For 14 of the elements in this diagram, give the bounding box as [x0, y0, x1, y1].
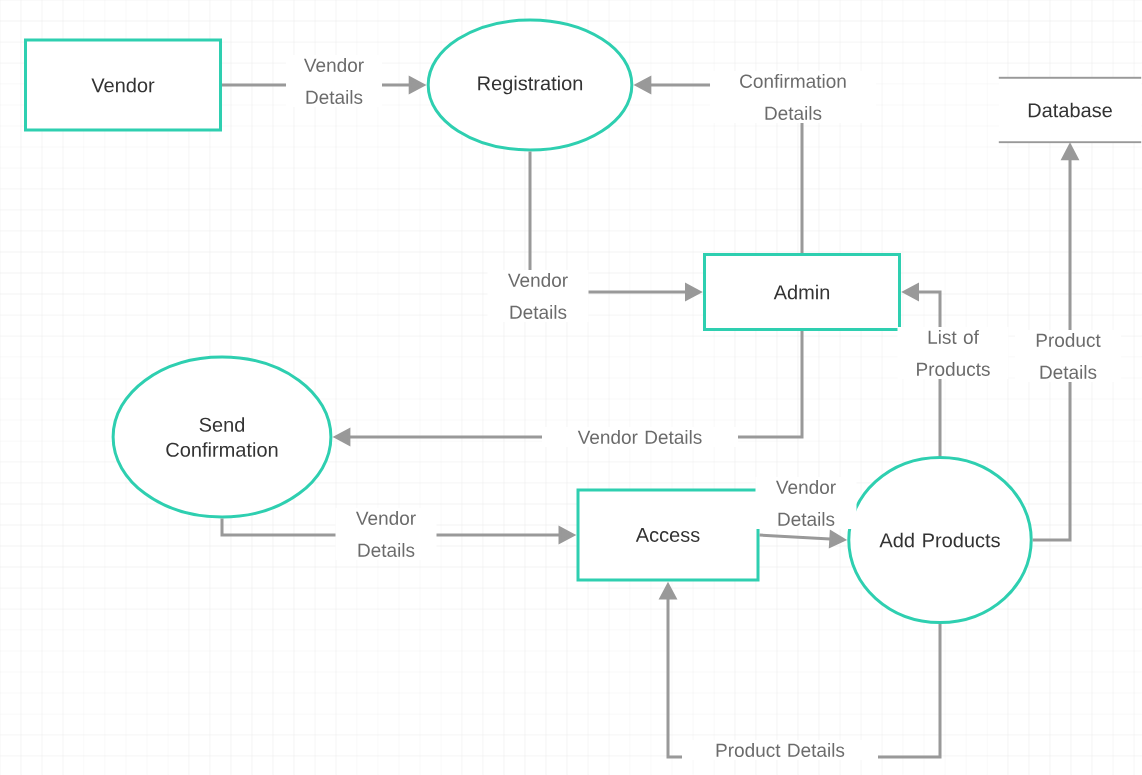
entity-box: Access	[576, 488, 760, 582]
data-store: Database	[997, 76, 1142, 144]
edge-label: Vendor Details	[335, 508, 437, 560]
edge-label: List of Products	[897, 327, 1009, 379]
edge-label: Vendor Details	[286, 55, 382, 107]
node-label: Database	[1028, 102, 1112, 118]
edge-label: Vendor Details	[755, 477, 857, 529]
edge-label: Vendor Details	[542, 427, 738, 447]
edge-label: Product Details	[1015, 330, 1121, 382]
edge-label: Vendor Details	[487, 270, 589, 322]
entity-box: Vendor	[24, 38, 222, 132]
entity-box: Admin	[703, 253, 901, 331]
edge-label: Product Details	[682, 740, 878, 760]
edge-label: Confirmation Details	[710, 71, 876, 123]
